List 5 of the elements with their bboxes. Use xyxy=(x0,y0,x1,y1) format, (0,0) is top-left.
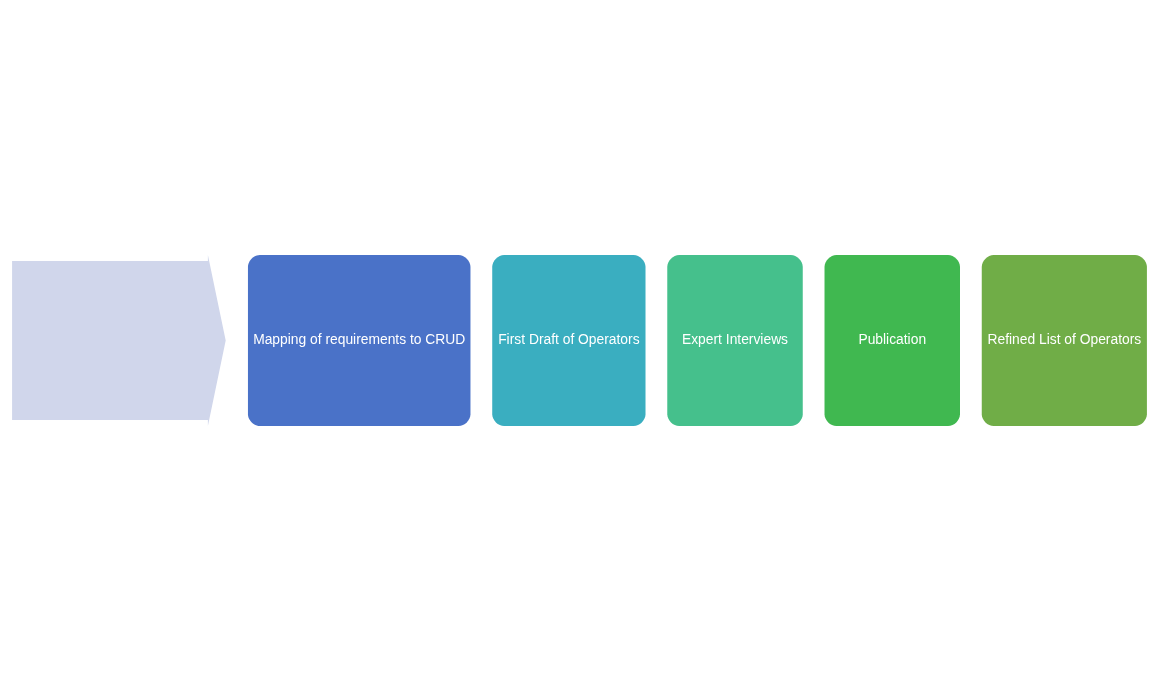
node-box: Refined List of Operators xyxy=(981,254,1147,426)
node-box: Mapping of requirements to CRUD xyxy=(247,254,471,426)
node-box: Publication xyxy=(824,254,960,426)
node-box: First Draft of Operators xyxy=(492,254,646,426)
node-box: Expert Interviews xyxy=(667,254,803,426)
